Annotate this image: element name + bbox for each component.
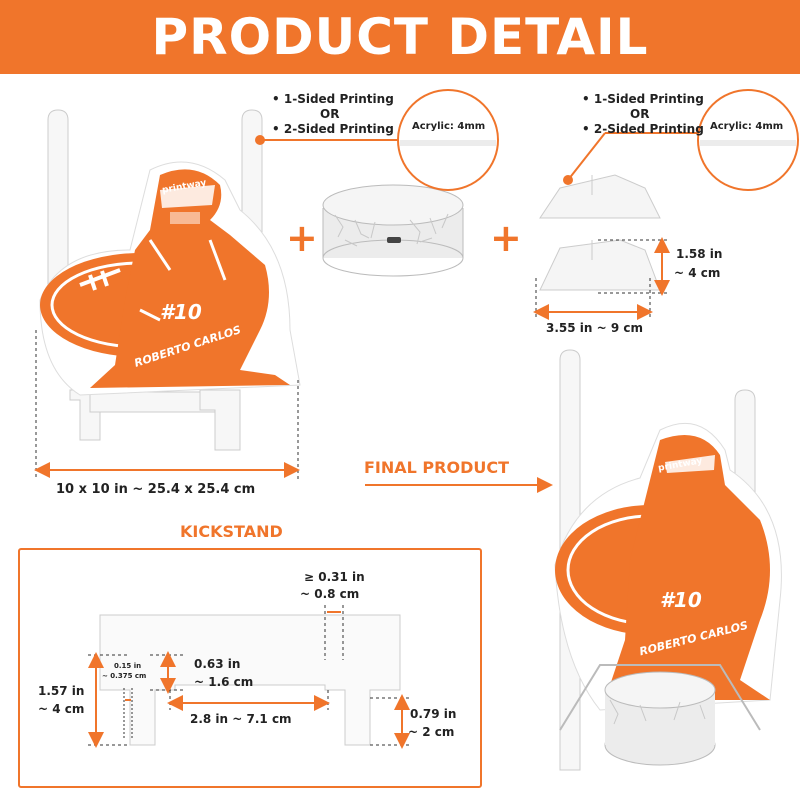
option-one-sided: 1-Sided Printing — [283, 92, 394, 106]
gap-dimension: 2.8 in ~ 7.1 cm — [190, 712, 292, 726]
header-banner — [0, 0, 800, 74]
kickstand-frame — [18, 548, 482, 788]
stand-width: 3.55 in ~ 9 cm — [546, 321, 643, 335]
option-two-sided: 2-Sided Printing — [593, 122, 704, 136]
print-options-left: • 1-Sided Printing OR • 2-Sided Printing — [272, 92, 394, 136]
small-in: 0.15 in — [114, 662, 142, 670]
slot-width-cm: ~ 0.8 cm — [300, 587, 360, 601]
leg-in: 0.79 in — [410, 707, 457, 721]
leg-cm: ~ 2 cm — [408, 725, 455, 739]
player-silhouette — [90, 169, 290, 388]
height-in: 1.57 in — [38, 684, 85, 698]
option-or: OR — [320, 107, 340, 121]
player-number: #10 — [660, 588, 702, 612]
option-or: OR — [630, 107, 650, 121]
stand-height-cm: ~ 4 cm — [674, 266, 721, 280]
stand-height-in: 1.58 in — [676, 247, 723, 261]
page-title: PRODUCT DETAIL — [151, 8, 649, 66]
kickstand-diagram — [88, 605, 410, 749]
final-product-image — [554, 349, 782, 771]
print-options-right: • 1-Sided Printing OR • 2-Sided Printing — [582, 92, 704, 136]
plus-icon: + — [286, 216, 318, 260]
notch-in: 0.63 in — [194, 657, 241, 671]
acrylic-stands — [533, 132, 700, 320]
usb-port-icon — [387, 237, 401, 243]
player-number: #10 — [160, 300, 202, 324]
main-dimension: 10 x 10 in ~ 25.4 x 25.4 cm — [56, 482, 256, 497]
material-label-left: Acrylic: 4mm — [412, 121, 486, 132]
notch-cm: ~ 1.6 cm — [194, 675, 254, 689]
acrylic-panel-front — [39, 109, 301, 451]
small-cm: ~ 0.375 cm — [102, 672, 147, 680]
led-base — [322, 184, 464, 277]
slot-width-in: ≥ 0.31 in — [304, 570, 365, 584]
kickstand-title: KICKSTAND — [180, 522, 283, 541]
final-product-label: FINAL PRODUCT — [364, 458, 509, 477]
option-one-sided: 1-Sided Printing — [593, 92, 704, 106]
height-cm: ~ 4 cm — [38, 702, 85, 716]
plus-icon: + — [490, 216, 522, 260]
option-two-sided: 2-Sided Printing — [283, 122, 394, 136]
material-label-right: Acrylic: 4mm — [710, 121, 784, 132]
